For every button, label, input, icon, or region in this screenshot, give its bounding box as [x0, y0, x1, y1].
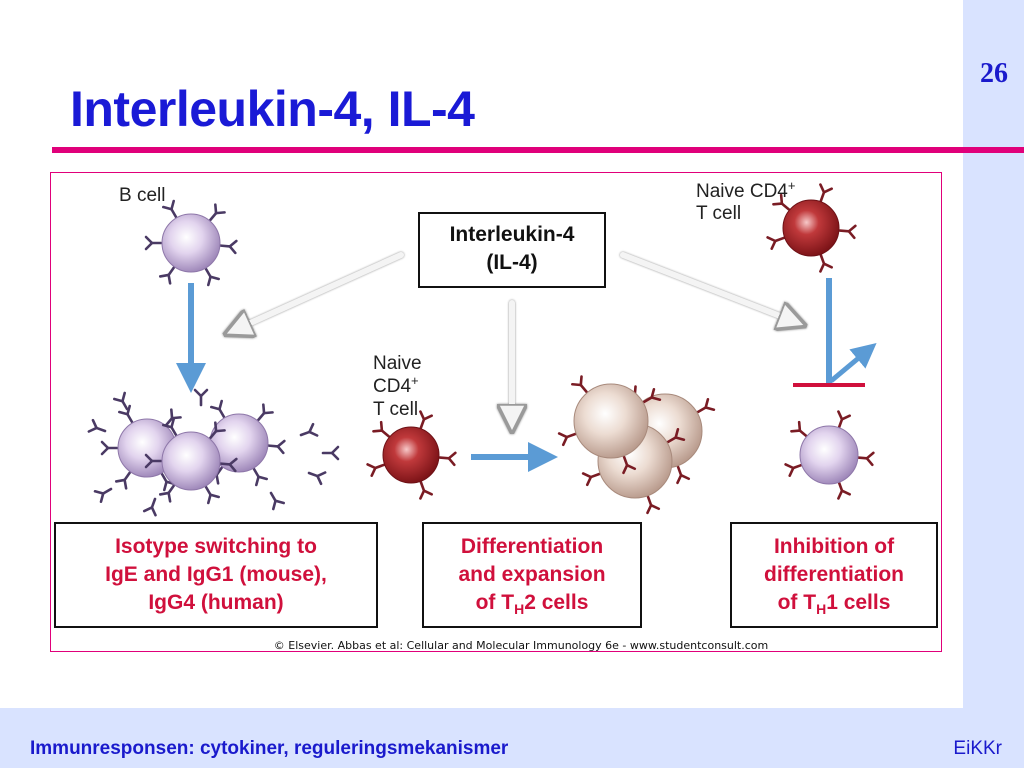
b-cell-label: B cell: [119, 185, 165, 206]
slide-number: 26: [980, 58, 1008, 89]
right-sidebar: [963, 0, 1024, 768]
naive-cd4-middle-line3: T cell: [373, 399, 418, 420]
il4-figure: Interleukin-4 (IL-4) B cell Naive CD4+ T…: [50, 172, 942, 652]
il4-box-line1: Interleukin-4: [450, 223, 575, 246]
b-cell: [146, 201, 236, 285]
svg-text:IgE and IgG1 (mouse),: IgE and IgG1 (mouse),: [105, 563, 327, 586]
outcome-box-th2-differentiation: Differentiation and expansion of TH2 cel…: [422, 522, 642, 628]
il4-to-bcell-arrow: [237, 252, 404, 329]
outcome-box-isotype-switching: Isotype switching to IgE and IgG1 (mouse…: [54, 522, 378, 628]
svg-text:differentiation: differentiation: [764, 563, 904, 586]
naive-cd4-right-label-line1: Naive CD4+: [696, 178, 795, 202]
naive-cd4-right-label-line2: T cell: [696, 203, 741, 224]
title-rule: [52, 147, 1024, 153]
svg-text:Isotype switching to: Isotype switching to: [115, 535, 317, 558]
svg-text:Differentiation: Differentiation: [461, 535, 603, 558]
slide-title: Interleukin-4, IL-4: [70, 81, 475, 137]
svg-text:of TH2 cells: of TH2 cells: [476, 591, 589, 617]
il4-box-line2: (IL-4): [486, 251, 537, 274]
il4-to-th1-arrow: [620, 252, 793, 321]
svg-text:of TH1 cells: of TH1 cells: [778, 591, 891, 617]
footer-author: EiKKr: [953, 738, 1002, 759]
naive-cd4-middle-line1: Naive: [373, 353, 422, 374]
il4-box: Interleukin-4 (IL-4): [418, 212, 606, 288]
naive-t-cell-middle: [368, 412, 456, 499]
svg-text:Inhibition of: Inhibition of: [774, 535, 895, 558]
th1-cell: [786, 412, 874, 499]
naive-cd4-middle-line2: CD4+: [373, 373, 419, 397]
figure-credit: © Elsevier. Abbas et al: Cellular and Mo…: [274, 639, 768, 651]
footer-title: Immunresponsen: cytokiner, reguleringsme…: [30, 738, 509, 759]
svg-text:and expansion: and expansion: [458, 563, 605, 586]
isotype-switched-cell-cluster: [87, 388, 340, 517]
svg-text:IgG4 (human): IgG4 (human): [148, 591, 283, 614]
footer-bar: [0, 708, 1024, 768]
outcome-box-th1-inhibition: Inhibition of differentiation of TH1 cel…: [730, 522, 938, 628]
blocked-differentiation-arrow: [829, 342, 877, 383]
th2-cell-cluster: [559, 377, 714, 513]
naive-t-cell-right: [768, 185, 856, 272]
